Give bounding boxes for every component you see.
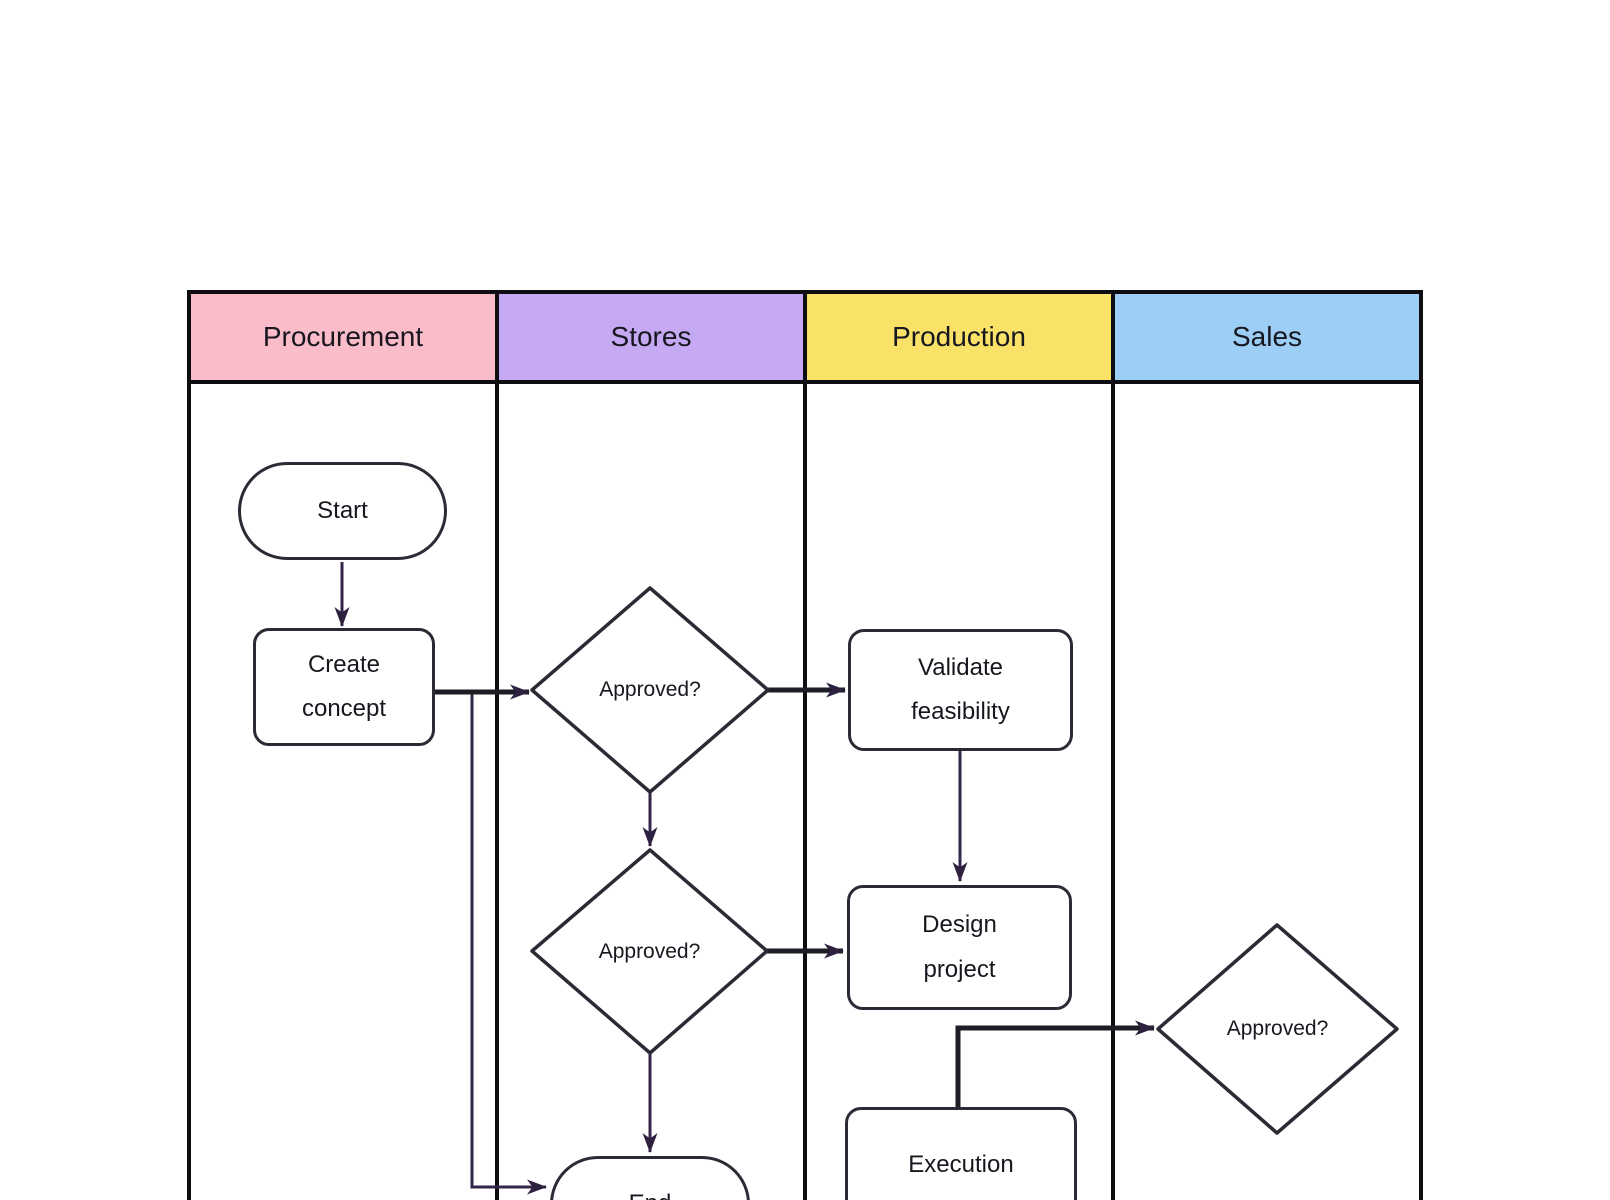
flow-node-validate-feasibility: Validate feasibility bbox=[848, 629, 1073, 751]
lane-header-row: Procurement Stores Production Sales bbox=[191, 294, 1419, 384]
flow-node-start: Start bbox=[238, 462, 447, 560]
flow-node-execution: Execution bbox=[845, 1107, 1077, 1200]
lane-header-production: Production bbox=[807, 294, 1115, 380]
lane-body-sales bbox=[1115, 384, 1419, 1200]
flow-node-create-concept: Create concept bbox=[253, 628, 435, 746]
lane-header-procurement: Procurement bbox=[191, 294, 499, 380]
lane-header-stores: Stores bbox=[499, 294, 807, 380]
lane-body-production bbox=[807, 384, 1115, 1200]
lane-header-sales: Sales bbox=[1115, 294, 1419, 380]
flow-node-design-project: Design project bbox=[847, 885, 1072, 1010]
lane-body-stores bbox=[499, 384, 807, 1200]
flow-node-end: End bbox=[550, 1156, 750, 1200]
